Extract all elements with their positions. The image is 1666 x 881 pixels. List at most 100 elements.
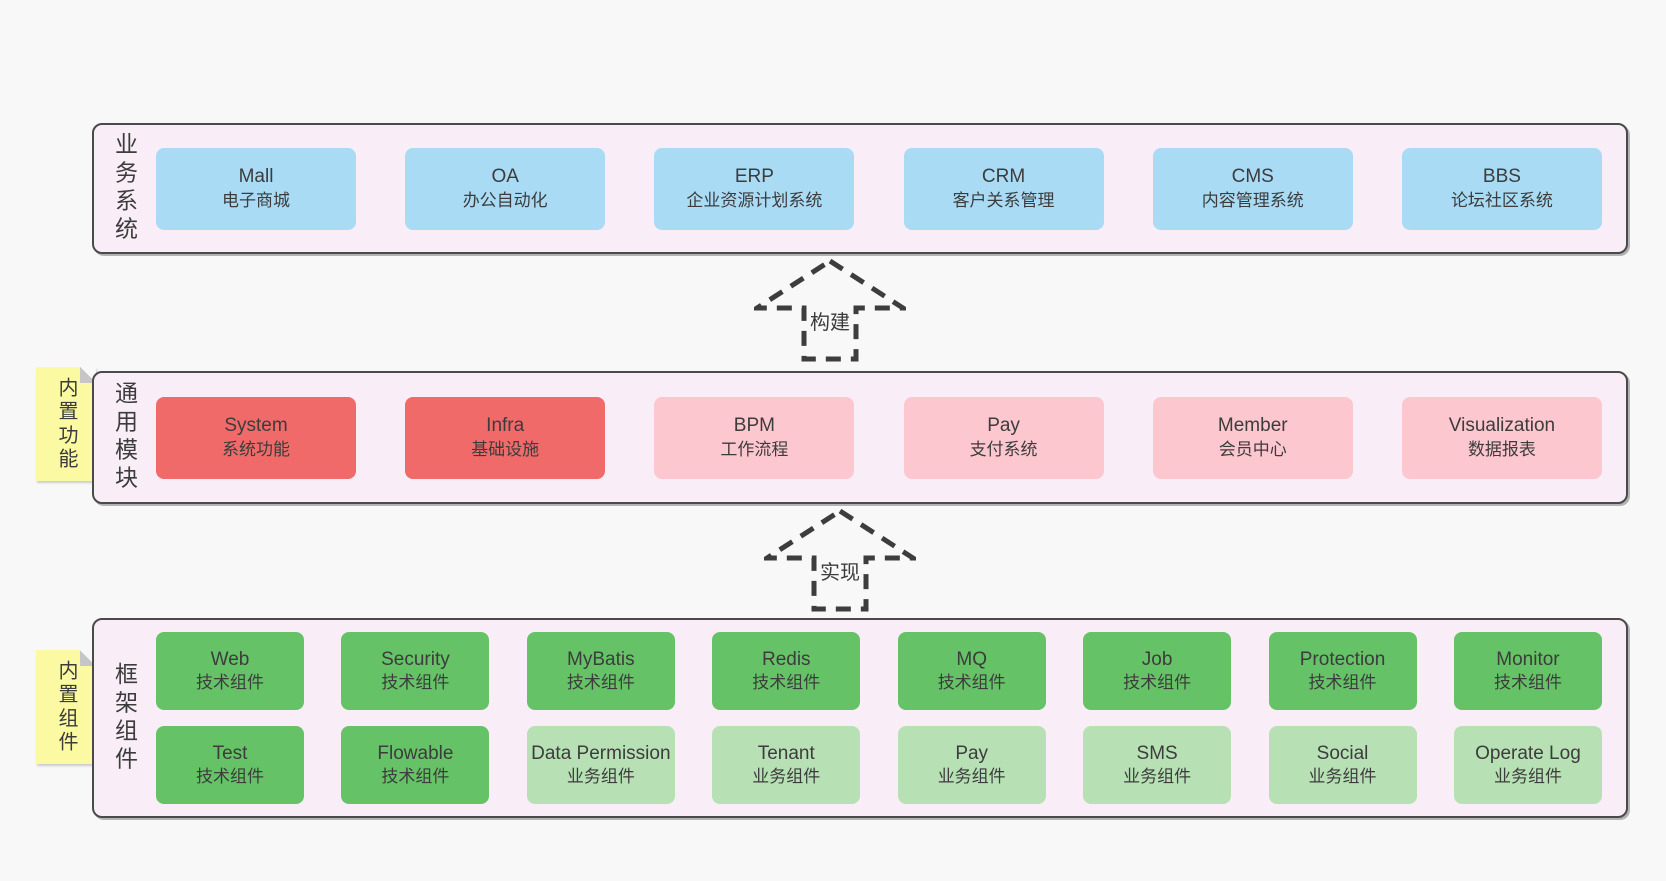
box-subtitle: 技术组件: [1493, 673, 1562, 693]
box-subtitle: 系统功能: [222, 439, 290, 459]
layer-title: 框架组件: [111, 661, 138, 775]
box-subtitle: 技术组件: [381, 767, 450, 787]
box-title: Tenant: [757, 742, 815, 764]
box-title: Visualization: [1448, 415, 1556, 437]
layer-title: 业务系统: [111, 132, 138, 245]
box-title: Data Permission: [531, 742, 671, 764]
box-subtitle: 技术组件: [566, 673, 635, 693]
box-sms: SMS 业务组件: [1083, 726, 1232, 804]
box-subtitle: 技术组件: [196, 673, 264, 693]
box-title: Social: [1316, 742, 1369, 764]
box-social: Social 业务组件: [1268, 726, 1417, 804]
box-operate-log: Operate Log 业务组件: [1453, 726, 1602, 804]
box-job: Job 技术组件: [1083, 632, 1232, 710]
box-title: MyBatis: [567, 648, 635, 670]
box-subtitle: 业务组件: [752, 767, 821, 787]
box-subtitle: 办公自动化: [462, 190, 548, 210]
box-redis: Redis 技术组件: [712, 632, 861, 710]
box-subtitle: 电子商城: [222, 190, 290, 210]
box-title: Monitor: [1496, 648, 1560, 670]
box-subtitle: 内容管理系统: [1201, 190, 1304, 210]
box-title: Operate Log: [1475, 742, 1581, 764]
box-monitor: Monitor 技术组件: [1453, 632, 1602, 710]
box-subtitle: 技术组件: [937, 673, 1006, 693]
box-title: Pay: [955, 742, 989, 764]
box-title: MQ: [956, 648, 987, 670]
dashed-up-arrow-icon: [764, 508, 916, 612]
box-title: BPM: [733, 415, 775, 437]
box-title: Infra: [486, 415, 525, 437]
box-subtitle: 企业资源计划系统: [686, 190, 823, 210]
box-subtitle: 技术组件: [752, 673, 821, 693]
box-subtitle: 业务组件: [1493, 767, 1562, 787]
box-title: Member: [1217, 415, 1288, 437]
box-title: Job: [1141, 648, 1173, 670]
box-title: OA: [491, 166, 519, 188]
dashed-up-arrow-icon: [754, 258, 906, 362]
box-subtitle: 业务组件: [1123, 767, 1192, 787]
sticky-note-label: 内置组件: [55, 659, 77, 755]
box-web: Web 技术组件: [156, 632, 304, 710]
box-title: System: [224, 415, 288, 437]
box-subtitle: 技术组件: [1308, 673, 1377, 693]
box-title: BBS: [1482, 166, 1521, 188]
box-tenant: Tenant 业务组件: [712, 726, 861, 804]
box-security: Security 技术组件: [341, 632, 490, 710]
build-arrow: 构建: [754, 256, 906, 364]
box-subtitle: 业务组件: [1308, 767, 1377, 787]
box-title: Test: [212, 742, 248, 764]
box-title: Redis: [761, 648, 811, 670]
sticky-note-label: 内置功能: [55, 376, 77, 472]
box-subtitle: 论坛社区系统: [1450, 190, 1553, 210]
box-subtitle: 基础设施: [471, 439, 540, 459]
box-title: Pay: [987, 415, 1020, 437]
box-subtitle: 数据报表: [1467, 439, 1536, 459]
box-title: CRM: [981, 166, 1026, 188]
sticky-note-built-in-features: 内置功能: [36, 367, 96, 481]
box-title: Security: [381, 648, 450, 670]
box-title: Mall: [238, 166, 274, 188]
box-subtitle: 支付系统: [969, 439, 1038, 459]
box-title: Flowable: [377, 742, 454, 764]
box-subtitle: 技术组件: [1123, 673, 1192, 693]
box-subtitle: 客户关系管理: [952, 190, 1055, 210]
box-title: SMS: [1136, 742, 1178, 764]
box-title: CMS: [1231, 166, 1274, 188]
box-title: Web: [210, 648, 250, 670]
box-subtitle: 工作流程: [720, 439, 789, 459]
implement-arrow: 实现: [764, 506, 916, 614]
box-subtitle: 技术组件: [381, 673, 450, 693]
sticky-note-built-in-components: 内置组件: [36, 650, 96, 764]
arrow-label: 实现: [817, 556, 863, 585]
box-test: Test 技术组件: [156, 726, 304, 804]
box-subtitle: 技术组件: [196, 767, 264, 787]
box-mybatis: MyBatis 技术组件: [526, 632, 675, 710]
box-mq: MQ 技术组件: [897, 632, 1046, 710]
box-subtitle: 业务组件: [566, 767, 635, 787]
arrow-label: 构建: [807, 306, 853, 335]
